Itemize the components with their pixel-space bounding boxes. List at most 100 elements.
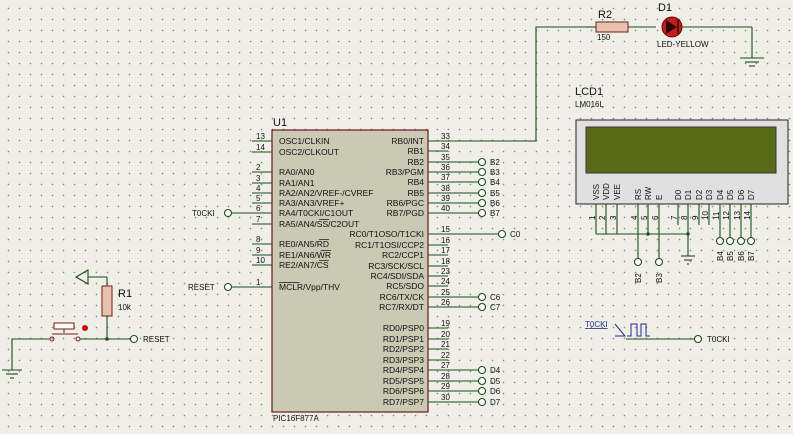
lcd-term-b2-label: B2 <box>634 273 643 283</box>
terminal-c0[interactable]: C0 <box>448 229 521 239</box>
u1-pin-name: RB4 <box>407 177 424 187</box>
r2-resistor[interactable]: R2 150 <box>586 9 656 42</box>
t0cki-terminal-left[interactable]: T0CKI <box>192 208 252 218</box>
reset-terminal-left[interactable]: RESET <box>188 282 252 292</box>
lcd-terminal-b3[interactable]: B3 <box>654 257 664 284</box>
u1-pin-name: OSC2/CLKOUT <box>279 147 339 157</box>
lcd-pin-rs[interactable]: RS4 <box>630 189 643 225</box>
terminal-b2[interactable]: B2 <box>448 157 500 167</box>
d1-led[interactable]: D1 LED-YELLOW <box>657 2 752 49</box>
terminal-b7[interactable]: B7 <box>448 208 500 218</box>
t0cki-clock-generator[interactable]: T0CKI T0CKI <box>585 320 730 344</box>
terminal-d4[interactable]: D4 <box>448 365 501 375</box>
reset-terminal-right[interactable]: RESET <box>129 334 170 344</box>
lcd-term-b6-label: B6 <box>737 251 746 261</box>
clock-terminal-label: T0CKI <box>707 335 730 344</box>
lcd-terminal-b4[interactable]: B4 <box>715 236 725 262</box>
u1-pin-number: 21 <box>441 340 450 349</box>
u1-pin-number: 17 <box>441 246 450 255</box>
u1-pin-name: RB2 <box>407 157 424 167</box>
terminal-b5[interactable]: B5 <box>448 188 500 198</box>
vcc-power-arrow <box>74 269 108 286</box>
lcd-terminal-b6[interactable]: B6 <box>736 236 746 262</box>
u1-pin-number: 1 <box>256 278 261 287</box>
lcd-terminal-b5[interactable]: B5 <box>725 236 735 262</box>
terminal-d5[interactable]: D5 <box>448 376 501 386</box>
u1-pin-number: 15 <box>441 225 450 234</box>
lcd-pin-e[interactable]: E6 <box>651 195 664 225</box>
u1-body[interactable] <box>271 129 429 413</box>
lcd-pin-rw[interactable]: RW5 <box>640 186 653 225</box>
lcd-pin-d2[interactable]: D29 <box>691 189 704 225</box>
terminal-c6[interactable]: C6 <box>448 292 501 302</box>
lcd-terminal-b2[interactable]: B2 <box>633 257 643 284</box>
terminal-b4[interactable]: B4 <box>448 177 500 187</box>
lcd-term-b7-label: B7 <box>747 251 756 261</box>
lcd-pin-name: RS <box>634 189 643 200</box>
u1-pin-number: 23 <box>441 267 450 276</box>
lcd-pin-name: VDD <box>602 183 611 200</box>
reset-pushbutton[interactable] <box>49 322 88 342</box>
terminal-c7[interactable]: C7 <box>448 302 501 312</box>
lcd-part: LM016L <box>575 100 604 109</box>
lcd1-display[interactable]: LCD1 LM016L VSS1VDD2VEE3RS4RW5E6D07D18D2… <box>575 86 789 225</box>
lcd-term-b3-label: B3 <box>655 273 664 283</box>
terminal-d6[interactable]: D6 <box>448 386 501 396</box>
terminal-b6[interactable]: B6 <box>448 198 500 208</box>
reset-left-wire <box>11 338 50 370</box>
lcd-terminal-b7[interactable]: B7 <box>746 236 756 262</box>
terminal-b3[interactable]: B3 <box>448 167 500 177</box>
lcd-pin-d1[interactable]: D18 <box>680 189 693 225</box>
u1-pin-name: RA2/AN2/VREF-/CVREF <box>279 188 373 198</box>
u1-pin-name: RB6/PGC <box>387 198 424 208</box>
lcd-pin-d0[interactable]: D07 <box>670 189 683 225</box>
terminal-d7[interactable]: D7 <box>448 397 501 407</box>
r1-resistor[interactable]: R1 10k <box>101 285 132 339</box>
